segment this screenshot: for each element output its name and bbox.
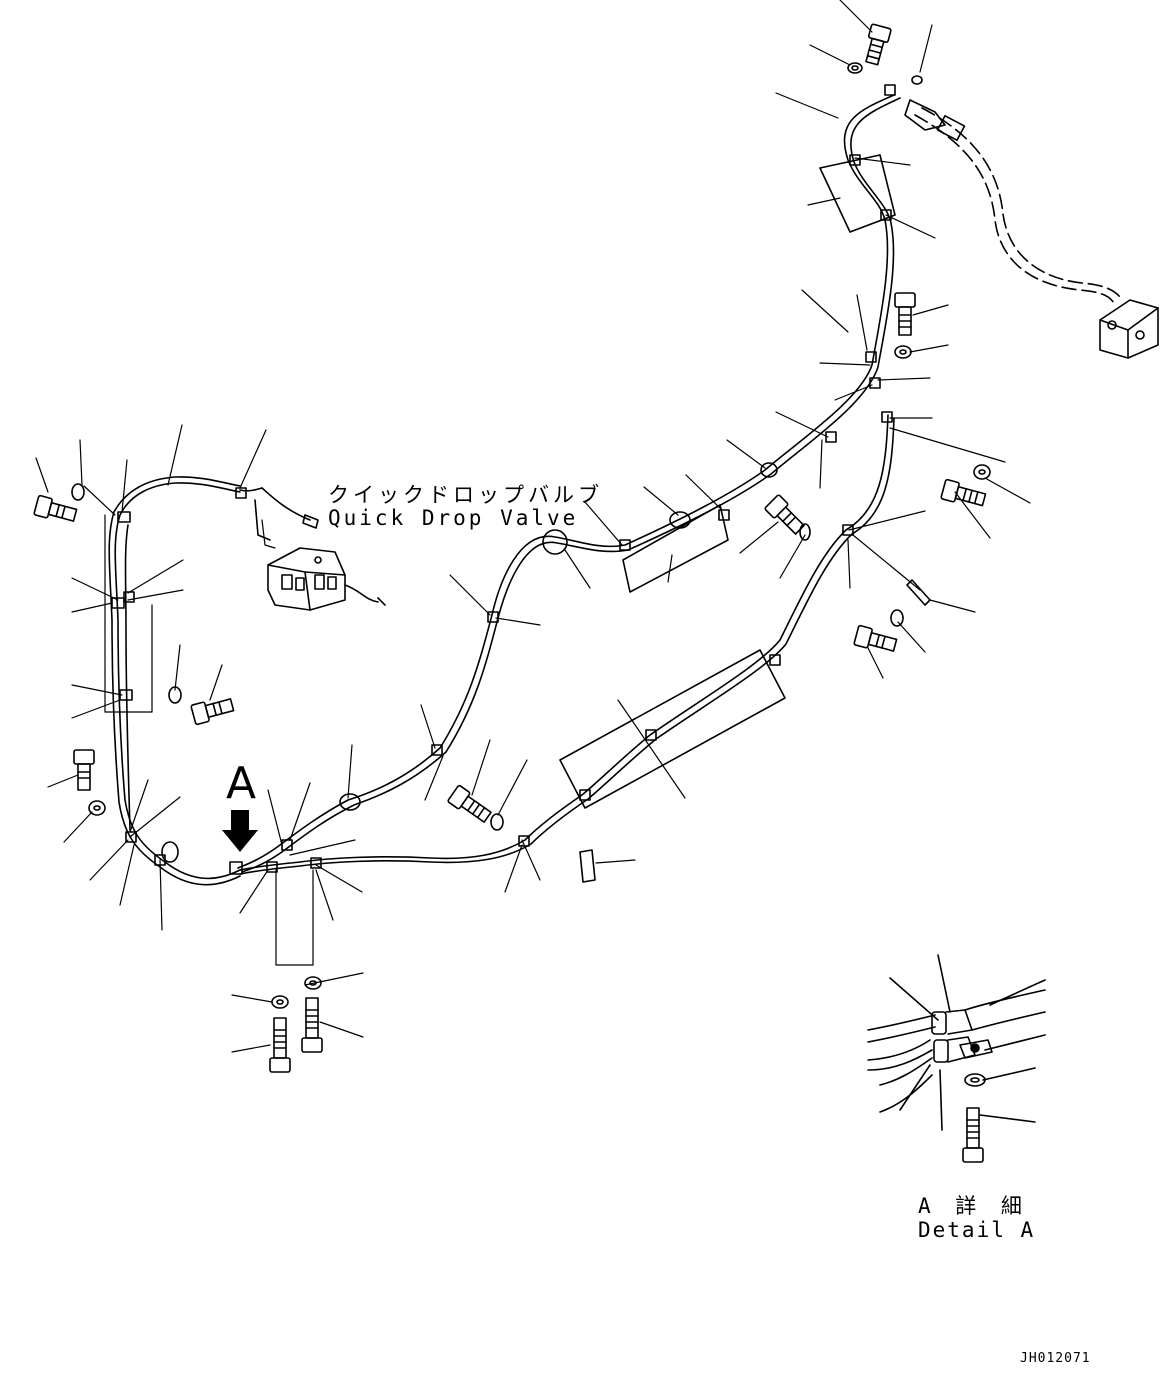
bracket-icons bbox=[302, 514, 931, 883]
view-arrow-letter: A bbox=[226, 758, 257, 809]
view-a-arrow-icon bbox=[222, 810, 258, 852]
harness-clamps bbox=[111, 84, 896, 875]
detail-title-jp: A 詳 細 bbox=[918, 1194, 1028, 1218]
right-control-valve-icon bbox=[1099, 299, 1159, 359]
drawing-number: JH012071 bbox=[1020, 1351, 1091, 1366]
detail-a-drawing bbox=[867, 954, 1046, 1131]
lower-harness-wire bbox=[239, 414, 895, 875]
leader-lines bbox=[35, 0, 1031, 1053]
valve-name-jp: クイックドロップバルブ bbox=[328, 483, 603, 507]
detail-title-en: Detail A bbox=[918, 1218, 1036, 1242]
protective-sleeve bbox=[559, 154, 896, 809]
bolt-icons bbox=[33, 23, 987, 1163]
quick-drop-valve-icon bbox=[267, 547, 386, 611]
hose-fitting-icon bbox=[904, 99, 966, 142]
valve-name-en: Quick Drop Valve bbox=[328, 506, 579, 530]
dashed-hose bbox=[914, 107, 1123, 306]
washer-icons bbox=[71, 62, 991, 1087]
